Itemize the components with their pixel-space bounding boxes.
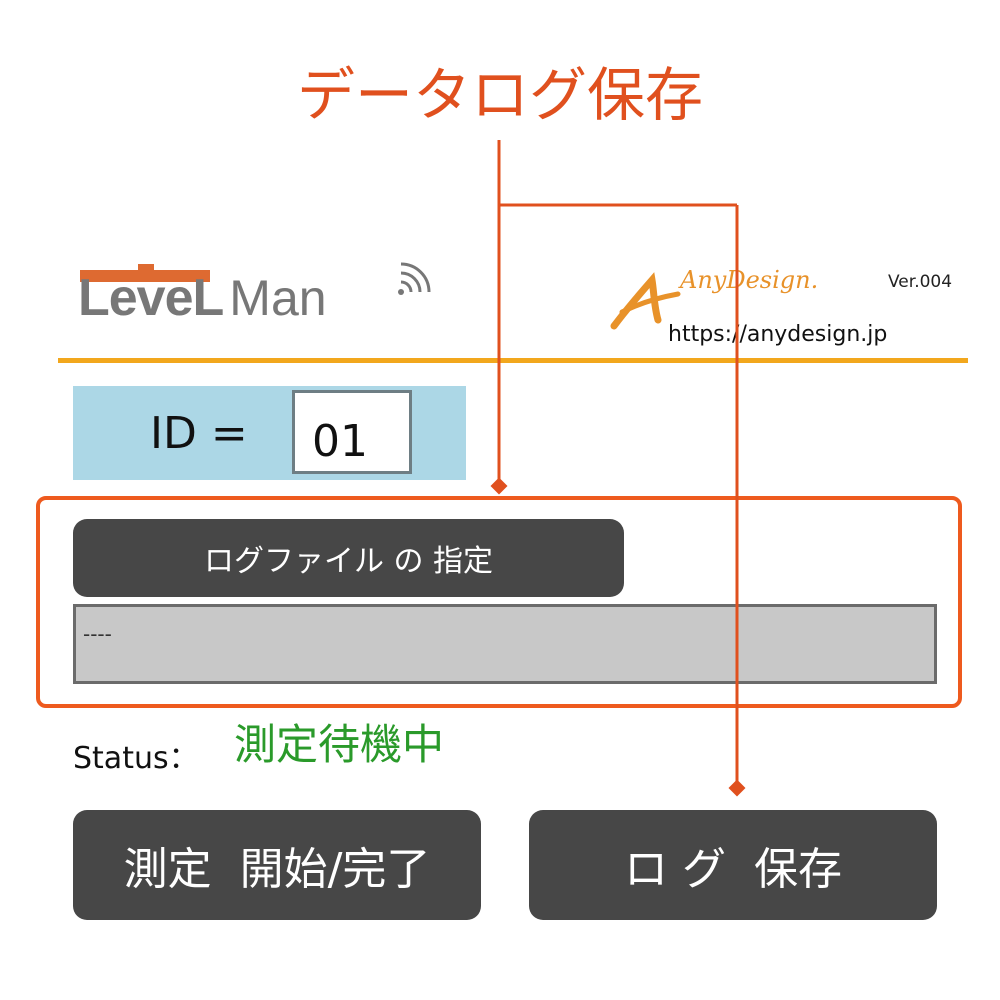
measure-start-stop-button[interactable]: 測定 開始/完了 [73, 810, 481, 920]
website-url[interactable]: https://anydesign.jp [668, 322, 888, 347]
status-label: Status： [73, 741, 199, 776]
callout-title: データログ保存 [296, 61, 703, 129]
log-file-path-field[interactable] [73, 604, 937, 684]
brand-brush-logo [610, 272, 681, 330]
connector-marker-log [490, 477, 508, 495]
brand-name: AnyDesign. [680, 266, 819, 294]
version-label: Ver.004 [888, 272, 953, 292]
save-log-button[interactable]: ロ グ 保存 [529, 810, 937, 920]
log-file-path-value: ---- [83, 622, 112, 646]
connector-marker-save [728, 779, 746, 797]
status-value: 測定待機中 [234, 720, 445, 769]
id-value[interactable]: 01 [312, 416, 368, 467]
wifi-signal-icon [398, 262, 431, 295]
log-section-highlight [36, 496, 962, 708]
app-logo-light: Man [229, 270, 327, 326]
level-bubble-graphic [80, 264, 210, 282]
app-logo-bold: LeveL [78, 269, 224, 327]
id-input[interactable] [292, 390, 412, 474]
select-log-file-button[interactable]: ログファイル の 指定 [73, 519, 624, 597]
id-label: ID = [150, 408, 248, 459]
header-divider [58, 358, 968, 363]
